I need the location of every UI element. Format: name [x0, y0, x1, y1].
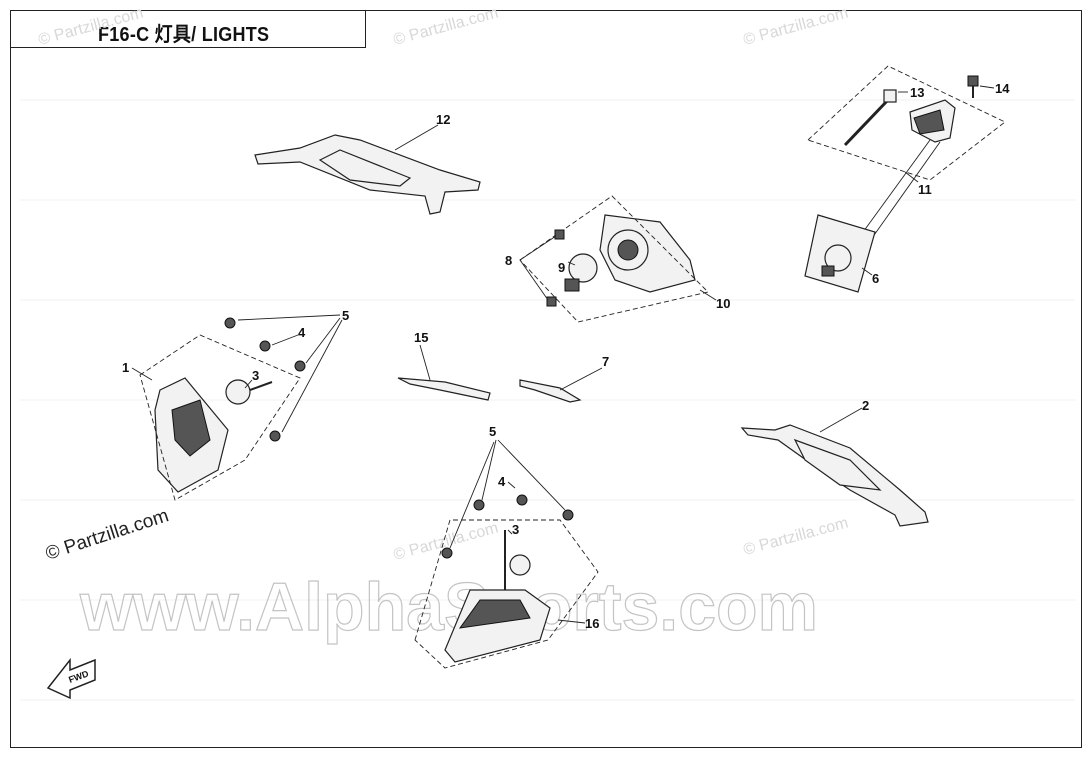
callout-4: 4	[498, 474, 506, 489]
callout-15: 15	[414, 330, 428, 345]
watermark-small: © Partzilla.com	[392, 5, 501, 49]
part-10-headlight	[519, 195, 717, 323]
part-4-screw-upper	[259, 334, 299, 352]
callout-2: 2	[862, 398, 869, 413]
callout-13: 13	[910, 85, 924, 100]
forward-arrow-icon: FWD	[46, 657, 96, 700]
part-16-signal-assembly	[414, 519, 599, 669]
title-box: F16-C 灯具/ LIGHTS	[10, 10, 366, 48]
diagram-title: F16-C 灯具/ LIGHTS	[98, 24, 270, 46]
part-7-bracket	[254, 124, 481, 215]
callout-12: 11	[918, 182, 932, 197]
watermark-partzilla: © Partzilla.com	[43, 505, 171, 565]
drawing-frame	[10, 10, 1082, 748]
callout-4: 4	[298, 325, 306, 340]
callout-8: 8	[505, 253, 512, 268]
leader-3-upper	[244, 379, 253, 389]
part-5-screws-upper	[224, 314, 343, 442]
watermark-small: © Partzilla.com	[37, 5, 146, 49]
part-6-plate	[804, 214, 876, 293]
leader-3-lower	[507, 529, 513, 535]
callout-16: 16	[585, 616, 599, 631]
callout-9: 9	[558, 260, 565, 275]
part-9-bulb	[564, 253, 598, 292]
callout-5: 5	[342, 308, 349, 323]
callout-14: 14	[995, 81, 1010, 96]
callout-3: 3	[252, 368, 259, 383]
part-1-signal-assembly	[131, 334, 301, 501]
watermark-small: © Partzilla.com	[742, 515, 851, 559]
part-14-screw	[967, 75, 995, 98]
part-4-screw-lower	[507, 481, 528, 506]
callout-6: 6	[872, 271, 879, 286]
part-8-nut	[519, 229, 565, 307]
callout-5: 5	[489, 424, 496, 439]
watermark-small: © Partzilla.com	[742, 5, 851, 49]
callout-3: 3	[512, 522, 519, 537]
callout-10: 10	[716, 296, 730, 311]
callout-7: 12	[436, 112, 450, 127]
part-12-lamp	[807, 65, 1006, 256]
part-2-bracket	[740, 407, 929, 527]
part-11-rod	[519, 367, 603, 403]
part-5-screws-lower	[441, 439, 574, 559]
part-13-bolt	[843, 89, 908, 147]
callout-1: 1	[122, 360, 129, 375]
callout-11: 7	[602, 354, 609, 369]
part-15-rod	[397, 344, 491, 401]
watermark-big: www.AlphaSports.com	[79, 569, 818, 645]
